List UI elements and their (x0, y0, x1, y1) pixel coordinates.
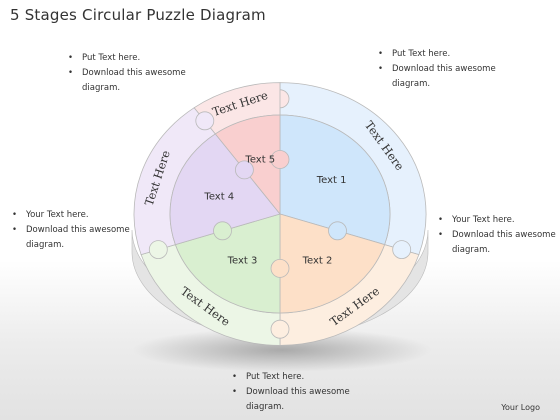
slice-puzzle-tab (213, 221, 232, 241)
note-line: diagram. (246, 402, 285, 412)
slice-label: Text 1 (316, 175, 347, 186)
ring-puzzle-tab (195, 111, 215, 131)
note-top-right: Put Text here. Download this awesome dia… (376, 47, 496, 92)
note-line: diagram. (392, 79, 431, 89)
note-line: Your Text here. (10, 208, 130, 223)
slice-puzzle-tab (328, 221, 347, 241)
slice-puzzle-tab (270, 258, 290, 278)
note-line: Download this awesome (66, 66, 186, 81)
note-line: Put Text here. (66, 51, 186, 66)
note-bottom: Put Text here. Download this awesome dia… (230, 370, 350, 415)
note-line: Put Text here. (230, 370, 350, 385)
note-line: diagram. (26, 240, 65, 250)
note-mid-right: Your Text here. Download this awesome di… (436, 213, 556, 258)
note-line: Your Text here. (436, 213, 556, 228)
note-mid-left: Your Text here. Download this awesome di… (10, 208, 130, 253)
ring-puzzle-tab (148, 240, 168, 260)
puzzle-slice (169, 133, 281, 246)
note-top-left: Put Text here. Download this awesome dia… (66, 51, 186, 96)
logo-text: Your Logo (501, 403, 540, 412)
note-line: Put Text here. (376, 47, 496, 62)
note-line: Download this awesome (10, 223, 130, 238)
ring-puzzle-tab (270, 319, 290, 339)
note-line: diagram. (452, 245, 491, 255)
slice-puzzle-tab (234, 160, 254, 180)
puzzle-slice (279, 213, 386, 314)
page-title: 5 Stages Circular Puzzle Diagram (10, 6, 266, 24)
note-line: diagram. (82, 83, 121, 93)
ring-puzzle-tab (392, 240, 412, 260)
slice-label: Text 3 (227, 256, 258, 267)
note-line: Download this awesome (376, 62, 496, 77)
puzzle-slice (279, 114, 391, 246)
puzzle-slice (174, 213, 281, 314)
slice-puzzle-tab (270, 150, 290, 169)
note-line: Download this awesome (230, 385, 350, 400)
diagram-shadow (132, 328, 432, 372)
slice-label: Text 2 (302, 256, 333, 267)
note-line: Download this awesome (436, 228, 556, 243)
slice-label: Text 5 (244, 154, 275, 165)
slice-label: Text 4 (203, 191, 234, 202)
